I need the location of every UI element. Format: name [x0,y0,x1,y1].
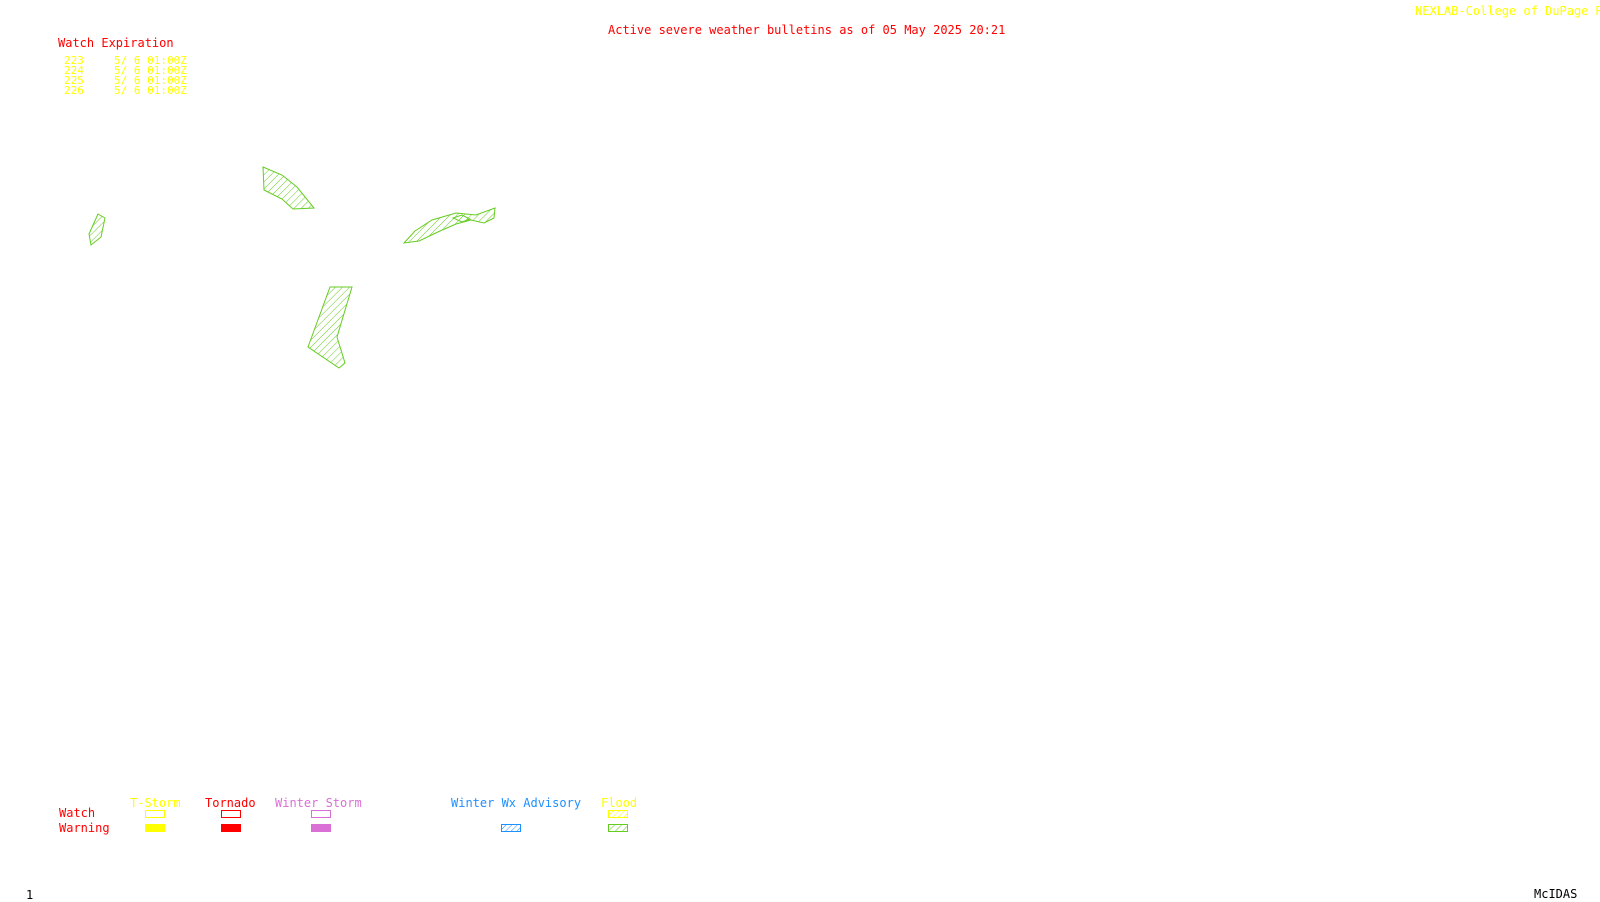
winter-storm-warning-swatch [311,824,331,832]
tstorm-warning-swatch [145,824,165,832]
mcidas-label: McIDAS [1534,887,1578,901]
watch-expires: 5/ 6 01:00Z [114,64,187,77]
bulletin-title: Active severe weather bulletins as of 05… [608,23,1006,37]
watch-number: 224 [64,64,84,77]
credit-label: NEXLAB-College of DuPage R [1415,4,1600,18]
flood-warning-polygon[interactable] [451,214,472,223]
legend-flood-label: Flood [601,796,638,810]
tornado-warning-swatch [221,824,241,832]
watch-expires: 5/ 6 01:00Z [114,84,187,97]
tstorm-watch-swatch [145,810,165,818]
flood-warning-polygon[interactable] [262,166,316,210]
legend-winter-storm-label: Winter Storm [275,796,362,810]
watch-row: 224 5/ 6 01:00Z [64,65,187,76]
flood-warning-polygon[interactable] [307,286,353,369]
watch-expires: 5/ 6 01:00Z [114,74,187,87]
legend-winter-advisory-label: Winter Wx Advisory [451,796,582,810]
watch-row: 225 5/ 6 01:00Z [64,75,187,86]
watch-number: 226 [64,84,84,97]
winter-storm-watch-swatch [311,810,331,818]
legend-tornado-label: Tornado [205,796,256,810]
watch-expiration-heading: Watch Expiration [58,36,174,50]
legend-tstorm-label: T-Storm [130,796,181,810]
flood-watch-swatch [608,810,628,818]
tornado-watch-swatch [221,810,241,818]
flood-warning-polygon[interactable] [402,207,496,244]
winter-advisory-warning-swatch [501,824,521,832]
legend-warning-row-label: Warning [59,821,110,835]
flood-warning-polygon[interactable] [88,213,106,246]
watch-row: 223 5/ 6 01:00Z [64,55,187,66]
frame-number: 1 [26,888,34,902]
flood-warning-swatch [608,824,628,832]
watch-number: 223 [64,54,84,67]
watch-expires: 5/ 6 01:00Z [114,54,187,67]
watch-row: 226 5/ 6 01:00Z [64,85,187,96]
flood-warning-polygons [88,166,496,369]
legend-watch-row-label: Watch [59,806,96,820]
watch-number: 225 [64,74,84,87]
